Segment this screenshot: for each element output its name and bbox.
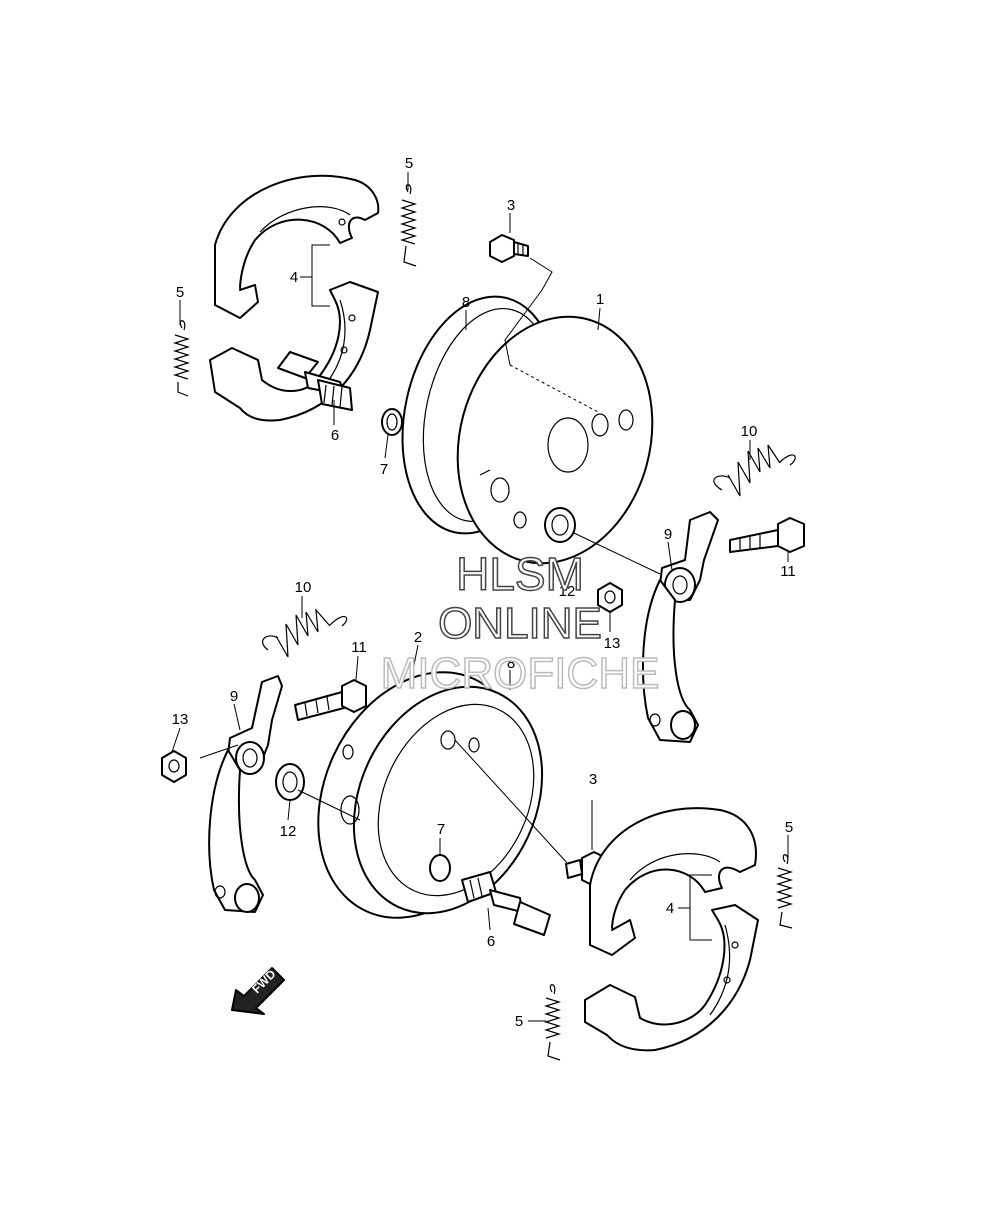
callout-6-lower: 6 <box>487 933 495 950</box>
callout-11-lower: 11 <box>351 639 367 656</box>
brake-drum-upper <box>456 315 654 565</box>
callout-5-right: 5 <box>785 819 793 836</box>
callout-7-lower: 7 <box>437 821 445 838</box>
callout-5-top: 5 <box>405 155 413 172</box>
brake-shoe-lower-b <box>584 904 759 1052</box>
callout-4-lower: 4 <box>666 900 674 917</box>
callout-5-left: 5 <box>176 284 184 301</box>
callout-11-upper: 11 <box>780 563 796 580</box>
callout-13-lower: 13 <box>172 711 189 728</box>
watermark-line1: HLSM <box>456 548 584 600</box>
forward-direction-arrow: FWD <box>231 967 285 1015</box>
callout-3-lower: 3 <box>589 771 597 788</box>
callout-13-upper: 13 <box>604 635 621 652</box>
bolt-upper-right <box>729 517 805 553</box>
callout-9-lower: 9 <box>230 688 238 705</box>
callout-1: 1 <box>596 291 604 308</box>
bolt-upper <box>489 234 529 263</box>
spring-upper-left <box>172 320 191 397</box>
seal-lower <box>275 763 305 801</box>
cam-lever-upper <box>642 511 719 743</box>
callout-labels: 1 2 3 3 4 4 5 5 5 5 6 6 7 7 8 8 9 9 10 1… <box>172 155 796 1030</box>
nut-lower <box>161 750 187 783</box>
brake-shoe-upper-a <box>214 174 380 319</box>
callout-2: 2 <box>414 629 422 646</box>
cam-shaft-lower <box>461 871 551 936</box>
callout-8-upper: 8 <box>462 294 470 311</box>
callout-5-bottom: 5 <box>515 1013 523 1030</box>
cam-lever-lower <box>208 675 283 913</box>
return-spring-upper <box>713 444 796 497</box>
nut-upper <box>597 582 623 613</box>
watermark: HLSM ONLINE MICROFICHE <box>380 547 660 699</box>
spring-lower-right <box>775 854 794 929</box>
watermark-line3: MICROFICHE <box>381 649 660 698</box>
callout-7-upper: 7 <box>380 461 388 478</box>
watermark-line2: ONLINE <box>438 599 602 648</box>
spring-lower-bottom <box>543 984 562 1061</box>
leader-lines <box>171 172 789 1022</box>
bolt-lower <box>294 679 367 721</box>
brake-shoe-lower-a <box>589 807 757 956</box>
callout-12-upper: 12 <box>559 583 576 600</box>
callout-10-upper: 10 <box>741 423 758 440</box>
brake-drum-lower <box>317 671 544 919</box>
callout-12-lower: 12 <box>280 823 297 840</box>
callout-10-lower: 10 <box>295 579 312 596</box>
cam-shaft-upper <box>277 351 353 411</box>
callout-9-upper: 9 <box>664 526 672 543</box>
callout-8-lower: 8 <box>507 655 515 672</box>
callout-4-upper: 4 <box>290 269 298 286</box>
callout-6-upper: 6 <box>331 427 339 444</box>
washer-upper <box>381 408 403 436</box>
return-spring-lower <box>262 608 348 658</box>
spring-upper-top <box>399 184 418 267</box>
callout-3-upper: 3 <box>507 197 515 214</box>
